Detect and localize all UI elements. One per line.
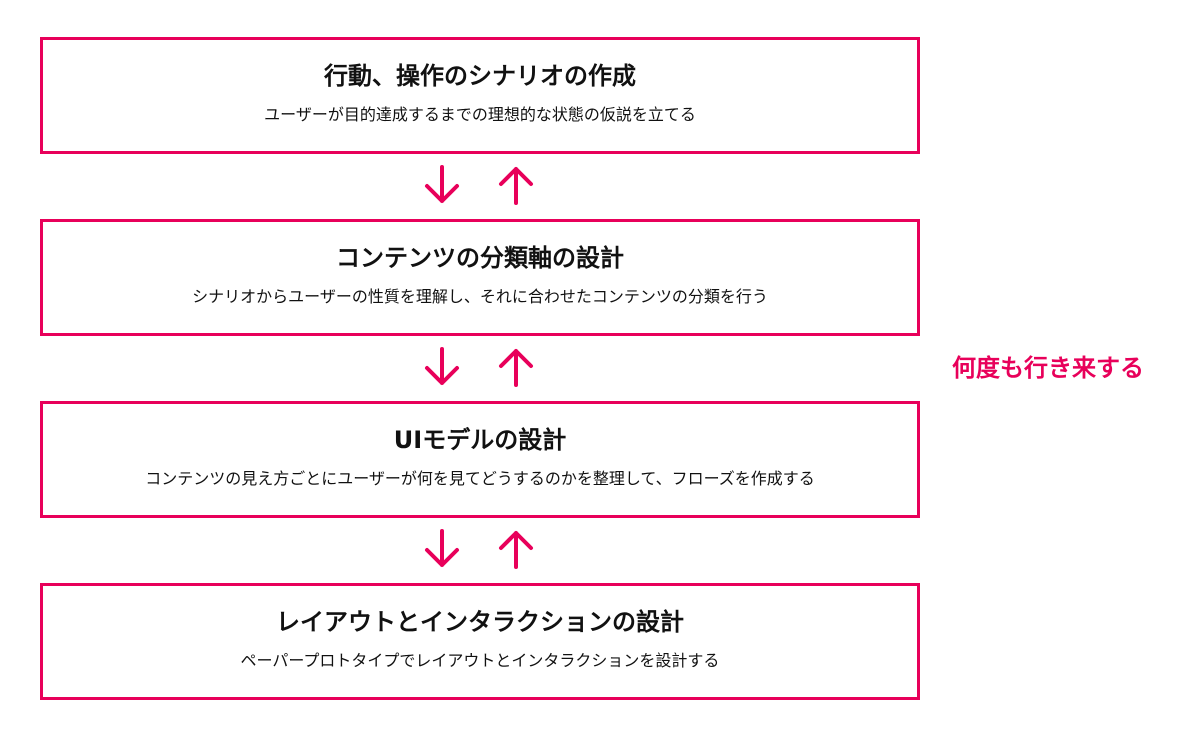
arrow-down-icon — [425, 529, 459, 567]
step-box-3: UIモデルの設計 コンテンツの見え方ごとにユーザーが何を見てどうするのかを整理し… — [40, 401, 920, 518]
step-title: 行動、操作のシナリオの作成 — [324, 61, 636, 90]
step-box-4: レイアウトとインタラクションの設計 ペーパープロトタイプでレイアウトとインタラク… — [40, 583, 920, 700]
step-description: ユーザーが目的達成するまでの理想的な状態の仮説を立てる — [264, 104, 696, 124]
step-title: コンテンツの分類軸の設計 — [336, 243, 624, 272]
step-box-2: コンテンツの分類軸の設計 シナリオからユーザーの性質を理解し、それに合わせたコン… — [40, 219, 920, 336]
arrow-up-icon — [499, 349, 533, 387]
arrow-up-icon — [499, 531, 533, 569]
step-title: レイアウトとインタラクションの設計 — [276, 607, 684, 636]
step-description: シナリオからユーザーの性質を理解し、それに合わせたコンテンツの分類を行う — [192, 286, 768, 306]
arrow-down-icon — [425, 347, 459, 385]
step-box-1: 行動、操作のシナリオの作成 ユーザーが目的達成するまでの理想的な状態の仮説を立て… — [40, 37, 920, 154]
step-title: UIモデルの設計 — [393, 425, 567, 454]
step-description: コンテンツの見え方ごとにユーザーが何を見てどうするのかを整理して、フローズを作成… — [145, 468, 815, 488]
step-description: ペーパープロトタイプでレイアウトとインタラクションを設計する — [240, 650, 720, 670]
iteration-note: 何度も行き来する — [952, 354, 1144, 382]
arrow-up-icon — [499, 167, 533, 205]
arrow-down-icon — [425, 165, 459, 203]
